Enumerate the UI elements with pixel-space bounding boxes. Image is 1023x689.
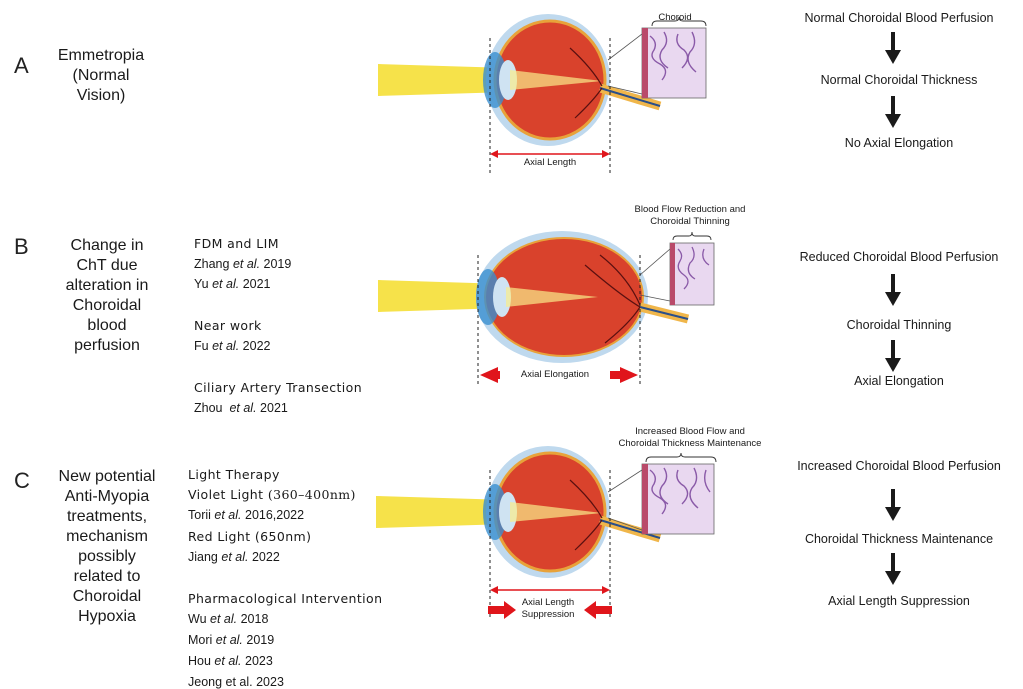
down-arrow-icon — [883, 96, 903, 130]
title-line: alteration in — [52, 276, 162, 296]
annotation-line: Choroidal Thickness Maintenance — [605, 438, 775, 450]
annotation-line: Suppression — [508, 609, 588, 621]
axial-length-label-b: Axial Elongation — [500, 369, 610, 381]
citation: Mori et al. 2019 — [188, 633, 274, 647]
axial-length-label-c: Axial Length Suppression — [508, 597, 588, 621]
choroid-inset — [642, 28, 706, 98]
annotation-line: Choroidal Thinning — [620, 216, 760, 228]
title-line: Choroidal — [52, 296, 162, 316]
flow-c-step-3: Axial Length Suppression — [790, 594, 1008, 608]
choroid-label-c: Increased Blood Flow and Choroidal Thick… — [605, 426, 775, 450]
flow-a-step-3: No Axial Elongation — [790, 136, 1008, 150]
eye-diagram-a — [370, 8, 730, 178]
down-arrow-icon — [883, 32, 903, 66]
inset-pointer — [608, 470, 642, 492]
title-line: Change in — [52, 236, 162, 256]
citation: Torii et al. 2016,2022 — [188, 508, 304, 522]
title-line: ChT due — [52, 256, 162, 276]
title-line: related to — [46, 567, 168, 587]
citation: Fu et al. 2022 — [194, 339, 270, 353]
flow-b-step-3: Axial Elongation — [790, 374, 1008, 388]
panel-title-c: New potential Anti-Myopia treatments, me… — [46, 467, 168, 627]
choroid-inset — [642, 464, 714, 534]
title-line: New potential — [46, 467, 168, 487]
panel-letter-b: B — [14, 234, 29, 260]
study-heading: Pharmacological Intervention — [188, 591, 382, 606]
choroid-label-a: Choroid — [650, 12, 700, 24]
study-heading: Ciliary Artery Transection — [194, 380, 362, 395]
panel-letter-a: A — [14, 53, 29, 79]
down-arrow-icon — [883, 489, 903, 523]
title-line: Emmetropia — [48, 46, 154, 66]
red-inward-arrow-icon — [584, 601, 612, 619]
title-line: Anti-Myopia — [46, 487, 168, 507]
citation: Jeong et al. 2023 — [188, 675, 284, 689]
eye-diagram-b — [370, 215, 730, 395]
flow-a-step-1: Normal Choroidal Blood Perfusion — [790, 11, 1008, 25]
title-line: Hypoxia — [46, 607, 168, 627]
down-arrow-icon — [883, 553, 903, 587]
choroid-inset — [670, 243, 714, 305]
title-line: blood — [52, 316, 162, 336]
choroid-brace — [646, 453, 716, 462]
annotation-line: Increased Blood Flow and — [605, 426, 775, 438]
annotation-line: Axial Length — [508, 597, 588, 609]
citation: Yu et al. 2021 — [194, 277, 271, 291]
study-heading: Red Light (650nm) — [188, 529, 311, 544]
flow-b-step-1: Reduced Choroidal Blood Perfusion — [790, 250, 1008, 264]
citation: Wu et al. 2018 — [188, 612, 268, 626]
choroid-brace — [673, 232, 711, 240]
citation: Hou et al. 2023 — [188, 654, 273, 668]
study-heading: FDM and LIM — [194, 236, 279, 251]
title-line: perfusion — [52, 336, 162, 356]
axial-length-label-a: Axial Length — [510, 157, 590, 169]
annotation-line: Blood Flow Reduction and — [620, 204, 760, 216]
panel-title-b: Change in ChT due alteration in Choroida… — [52, 236, 162, 356]
study-heading: Light Therapy — [188, 467, 280, 482]
inset-pointer — [640, 249, 670, 275]
title-line: Vision) — [48, 86, 154, 106]
flow-b-step-2: Choroidal Thinning — [790, 318, 1008, 332]
citation: Zhou et al. 2021 — [194, 401, 288, 415]
inset-pointer — [608, 34, 642, 60]
choroid-label-b: Blood Flow Reduction and Choroidal Thinn… — [620, 204, 760, 228]
title-line: Choroidal — [46, 587, 168, 607]
title-line: treatments, — [46, 507, 168, 527]
title-line: mechanism — [46, 527, 168, 547]
study-heading: Violet Light (360–400nm) — [188, 487, 356, 502]
citation: Jiang et al. 2022 — [188, 550, 280, 564]
flow-c-step-2: Choroidal Thickness Maintenance — [790, 532, 1008, 546]
flow-c-step-1: Increased Choroidal Blood Perfusion — [790, 459, 1008, 473]
down-arrow-icon — [883, 340, 903, 374]
panel-letter-c: C — [14, 468, 30, 494]
panel-title-a: Emmetropia (Normal Vision) — [48, 46, 154, 106]
citation: Zhang et al. 2019 — [194, 257, 291, 271]
title-line: (Normal — [48, 66, 154, 86]
study-heading: Near work — [194, 318, 262, 333]
down-arrow-icon — [883, 274, 903, 308]
flow-a-step-2: Normal Choroidal Thickness — [790, 73, 1008, 87]
title-line: possibly — [46, 547, 168, 567]
